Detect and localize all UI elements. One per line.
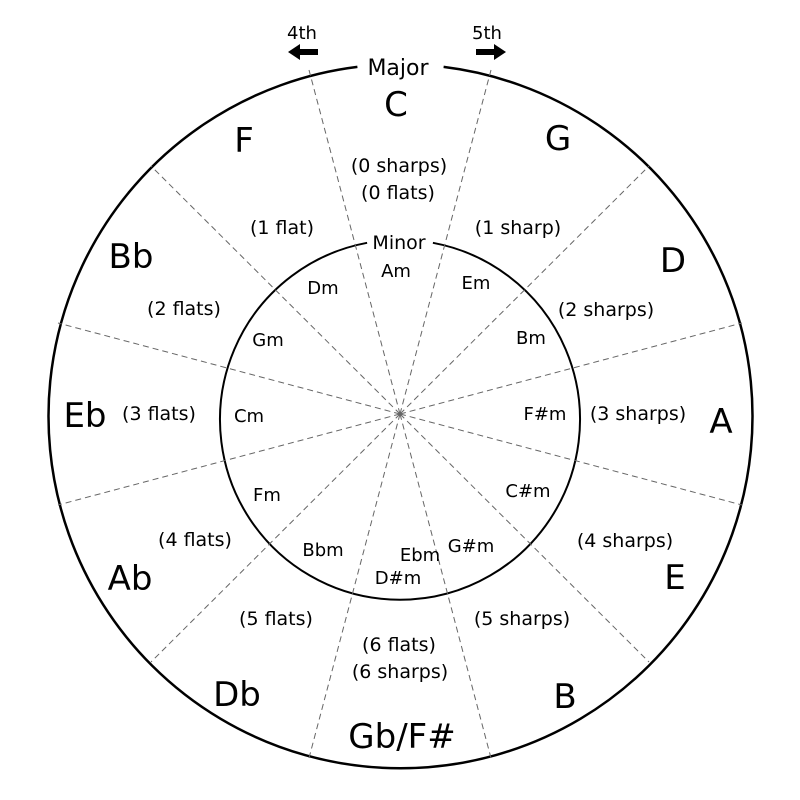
minor-key: D#m <box>375 568 421 589</box>
major-key: Bb <box>109 237 154 277</box>
major-label: Major <box>367 56 429 81</box>
major-key: Gb/F# <box>348 717 455 757</box>
minor-key: Fm <box>253 485 281 506</box>
sector-divider <box>150 413 401 663</box>
sector-divider <box>399 165 650 415</box>
major-key: E <box>664 558 685 598</box>
outer-circle <box>47 65 754 770</box>
minor-key: Bbm <box>302 540 343 561</box>
sector-divider <box>57 322 401 415</box>
key-signatures: (0 sharps) (0 flats) (1 sharp) (2 sharps) (3… <box>122 155 686 683</box>
key-signature: (1 sharp) <box>475 217 561 239</box>
minor-key: Gm <box>252 330 283 351</box>
minor-key: C#m <box>505 481 550 502</box>
minor-key: Dm <box>307 278 338 299</box>
sector-dividers <box>57 69 743 759</box>
fourth-label: 4th <box>287 23 317 44</box>
major-key: D <box>660 241 686 281</box>
key-signature: (6 sharps) <box>352 661 448 683</box>
right-arrow-icon <box>476 44 506 60</box>
sector-divider <box>399 322 743 415</box>
minor-label: Minor <box>372 232 425 254</box>
key-signature: (5 flats) <box>239 608 313 630</box>
key-signature: (0 flats) <box>361 182 435 204</box>
key-signature: (2 flats) <box>147 298 221 320</box>
sector-divider <box>399 413 743 506</box>
minor-key: Cm <box>234 406 264 427</box>
major-key: A <box>709 402 732 442</box>
major-key: B <box>553 677 576 717</box>
minor-key: G#m <box>448 536 495 557</box>
fifth-label: 5th <box>472 23 502 44</box>
key-signature: (3 sharps) <box>590 403 686 425</box>
major-key: Ab <box>108 559 153 599</box>
key-signature: (2 sharps) <box>558 299 654 321</box>
key-signature: (4 sharps) <box>577 530 673 552</box>
minor-key: Bm <box>516 328 546 349</box>
key-signature: (0 sharps) <box>351 155 447 177</box>
major-key: C <box>384 85 408 125</box>
key-signature: (4 flats) <box>158 529 232 551</box>
left-arrow-icon <box>288 44 318 60</box>
inner-circle <box>219 241 581 601</box>
major-key: G <box>545 119 571 159</box>
sector-divider <box>57 413 401 506</box>
key-signature: (1 flat) <box>250 217 314 239</box>
sector-divider <box>150 165 401 415</box>
major-key: Db <box>213 675 261 715</box>
sector-divider <box>399 413 650 663</box>
major-key: F <box>234 121 254 161</box>
minor-key: F#m <box>524 404 567 425</box>
minor-key: Am <box>381 261 411 282</box>
minor-key: Ebm <box>400 545 440 566</box>
major-keys: C G D A E B Gb/F# Db Ab Eb Bb F <box>63 85 732 757</box>
key-signature: (6 flats) <box>362 634 436 656</box>
key-signature: (5 sharps) <box>474 608 570 630</box>
key-signature: (3 flats) <box>122 403 196 425</box>
major-key: Eb <box>63 396 106 436</box>
minor-key: Em <box>462 273 491 294</box>
